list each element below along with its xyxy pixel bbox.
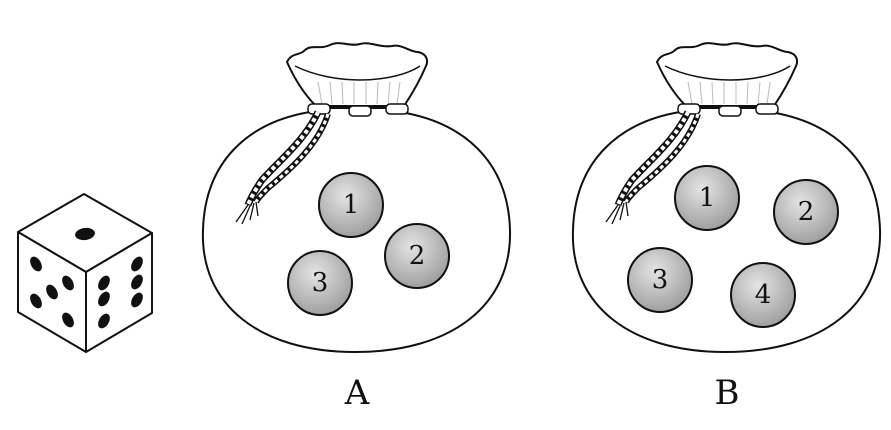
ball-b-2-label: 2 xyxy=(798,197,815,227)
dice-pip xyxy=(131,256,143,272)
ball-b-1-label: 1 xyxy=(699,183,716,213)
ball-b-3-label: 3 xyxy=(652,265,669,295)
ball-b-4-label: 4 xyxy=(755,280,772,310)
bag-a: 1 2 3 A xyxy=(201,42,512,413)
ball-b-4: 4 xyxy=(730,262,796,328)
dice-pip xyxy=(131,274,143,290)
bag-a-label: A xyxy=(344,373,370,413)
dice-pip xyxy=(62,312,74,328)
dice-pip xyxy=(98,275,110,291)
bag-a-balls: 1 2 3 xyxy=(287,172,450,316)
dice xyxy=(17,193,153,353)
ball-a-1-label: 1 xyxy=(343,190,360,220)
bag-b-balls: 1 2 3 4 xyxy=(627,165,839,328)
bag-b-label: B xyxy=(715,373,740,413)
dice-pip xyxy=(98,313,110,329)
dice-pip xyxy=(30,256,42,272)
bag-b: 1 2 3 4 B xyxy=(571,42,882,413)
dice-pip xyxy=(30,293,42,309)
dice-pip xyxy=(46,284,58,300)
ball-b-2: 2 xyxy=(773,179,839,245)
ball-b-3: 3 xyxy=(627,247,693,313)
ball-a-2-label: 2 xyxy=(409,241,426,271)
dice-pip xyxy=(75,227,95,241)
ball-a-2: 2 xyxy=(384,223,450,289)
dice-pip xyxy=(62,275,74,291)
ball-b-1: 1 xyxy=(674,165,740,231)
ball-a-1: 1 xyxy=(318,172,384,238)
dice-pip xyxy=(131,292,143,308)
ball-a-3: 3 xyxy=(287,250,353,316)
ball-a-3-label: 3 xyxy=(312,268,329,298)
dice-pip xyxy=(98,291,110,307)
